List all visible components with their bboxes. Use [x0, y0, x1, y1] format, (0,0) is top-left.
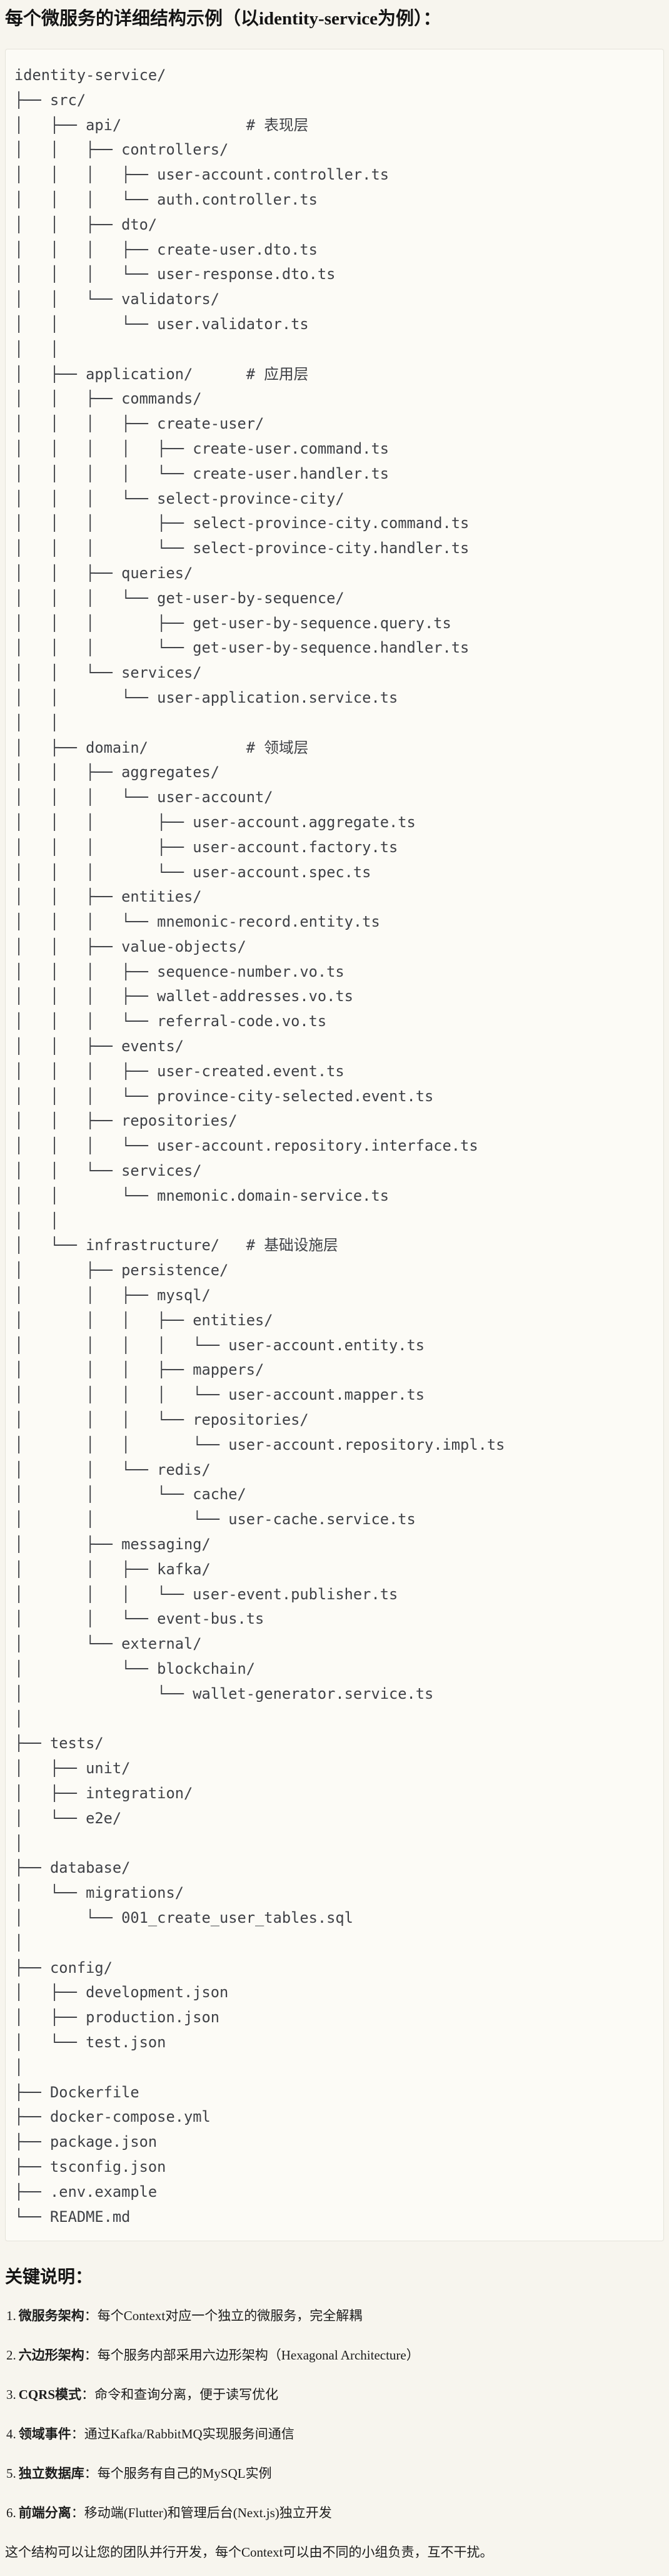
- directory-tree: identity-service/ ├── src/ │ ├── api/ # …: [14, 66, 505, 2226]
- note-term: 领域事件: [18, 2426, 71, 2442]
- note-item-1: 1.微服务架构：每个Context对应一个独立的微服务，完全解耦: [6, 2306, 664, 2325]
- code-block: identity-service/ ├── src/ │ ├── api/ # …: [5, 49, 664, 2242]
- note-number: 4.: [6, 2426, 16, 2442]
- note-text: ：通过Kafka/RabbitMQ实现服务间通信: [71, 2426, 294, 2442]
- note-term: 独立数据库: [18, 2466, 84, 2482]
- note-text: ：每个Context对应一个独立的微服务，完全解耦: [84, 2308, 363, 2324]
- note-number: 1.: [6, 2308, 16, 2324]
- note-item-5: 5.独立数据库：每个服务有自己的MySQL实例: [6, 2464, 664, 2483]
- note-term: 六边形架构: [18, 2348, 84, 2363]
- note-term: 前端分离: [18, 2505, 71, 2521]
- note-number: 2.: [6, 2348, 16, 2363]
- note-number: 3.: [6, 2387, 16, 2403]
- note-item-4: 4.领域事件：通过Kafka/RabbitMQ实现服务间通信: [6, 2425, 664, 2443]
- page-title: 每个微服务的详细结构示例（以identity-service为例）：: [5, 9, 441, 29]
- note-number: 5.: [6, 2466, 16, 2482]
- notes-list: 1.微服务架构：每个Context对应一个独立的微服务，完全解耦 2.六边形架构…: [5, 2306, 664, 2522]
- note-number: 6.: [6, 2505, 16, 2521]
- note-text: ：每个服务有自己的MySQL实例: [84, 2466, 272, 2482]
- note-term: CQRS模式: [18, 2387, 82, 2403]
- notes-heading: 关键说明：: [5, 2268, 93, 2288]
- note-term: 微服务架构: [18, 2308, 84, 2324]
- note-item-2: 2.六边形架构：每个服务内部采用六边形架构（Hexagonal Architec…: [6, 2346, 664, 2365]
- note-text: ：命令和查询分离，便于读写优化: [81, 2387, 279, 2403]
- note-item-6: 6.前端分离：移动端(Flutter)和管理后台(Next.js)独立开发: [6, 2503, 664, 2522]
- note-text: ：移动端(Flutter)和管理后台(Next.js)独立开发: [71, 2505, 332, 2521]
- note-item-3: 3.CQRS模式：命令和查询分离，便于读写优化: [6, 2385, 664, 2404]
- note-text: ：每个服务内部采用六边形架构（Hexagonal Architecture）: [84, 2348, 420, 2363]
- closing-paragraph: 这个结构可以让您的团队并行开发，每个Context可以由不同的小组负责，互不干扰…: [5, 2545, 493, 2560]
